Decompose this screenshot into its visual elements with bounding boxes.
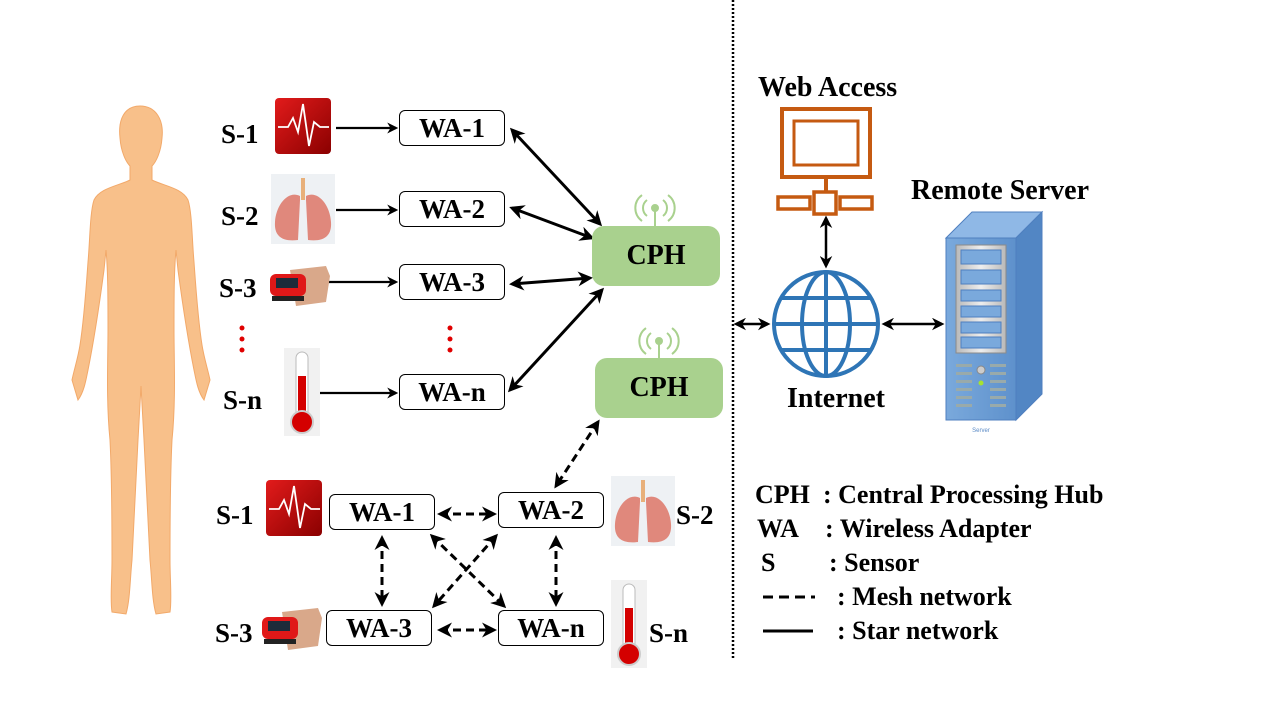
antenna-icon (634, 194, 676, 226)
legend-row: S : Sensor (755, 546, 1103, 580)
mesh-adapter-box: WA-3 (326, 610, 432, 646)
solid-line-icon (763, 614, 823, 648)
star-sensor-label: S-3 (219, 273, 257, 303)
star-link-wa3-cph (509, 271, 593, 291)
mesh-sensor-label: S-3 (215, 618, 253, 648)
legend-row: CPH : Central Processing Hub (755, 478, 1103, 512)
star-link-wan-cph (507, 287, 605, 393)
human-body-icon (71, 105, 211, 615)
star-sensor-label: S-1 (221, 119, 259, 149)
star-adapter-box: WA-1 (399, 110, 505, 146)
legend-row: WA : Wireless Adapter (755, 512, 1103, 546)
mesh-adapter-box: WA-n (498, 610, 604, 646)
star-adapter-box: WA-2 (399, 191, 505, 227)
legend-key: WA (757, 514, 799, 543)
legend-text: : Wireless Adapter (825, 514, 1032, 543)
mesh-sensor-label: S-2 (676, 500, 714, 530)
internet-label: Internet (787, 383, 885, 414)
computer-icon (776, 107, 874, 216)
star-hub-box: CPH (592, 226, 720, 286)
pulse-oximeter-icon (262, 608, 322, 650)
server-icon: Server (944, 210, 1044, 434)
legend-text: : Mesh network (837, 582, 1012, 611)
star-sensor-label: S-2 (221, 201, 259, 231)
legend-key: CPH (755, 480, 810, 509)
globe-icon (772, 270, 880, 378)
web-access-label: Web Access (758, 72, 898, 103)
lungs-icon (611, 476, 675, 546)
thermometer-icon (611, 580, 647, 668)
pulse-oximeter-icon (270, 266, 330, 306)
legend-row: : Mesh network (755, 580, 1103, 614)
star-sensor-label: S-n (223, 385, 263, 415)
sensor-ellipsis (239, 325, 245, 353)
mesh-sensor-label: S-1 (216, 500, 254, 530)
star-adapter-box: WA-3 (399, 264, 505, 300)
remote-server-label: Remote Server (911, 175, 1090, 206)
mesh-sensor-label: S-n (649, 618, 689, 648)
legend-text: : Central Processing Hub (823, 480, 1104, 509)
mesh-link-cph-wa2 (554, 419, 600, 489)
ecg-icon (266, 480, 322, 536)
star-link-wa2-cph (509, 205, 595, 241)
thermometer-icon (284, 348, 320, 436)
legend: CPH : Central Processing Hub WA : Wirele… (755, 478, 1103, 648)
antenna-icon (638, 327, 680, 358)
dashed-line-icon (763, 580, 823, 614)
legend-text: : Sensor (829, 548, 920, 577)
legend-row: : Star network (755, 614, 1103, 648)
legend-key: S (761, 548, 776, 577)
ecg-icon (275, 98, 331, 154)
lungs-icon (271, 174, 335, 244)
star-link-wa1-cph (509, 127, 603, 227)
mesh-adapter-box: WA-1 (329, 494, 435, 530)
server-caption: Server (972, 428, 990, 434)
adapter-ellipsis (447, 325, 453, 353)
mesh-link-wa2-wa3 (432, 533, 498, 609)
mesh-hub-box: CPH (595, 358, 723, 418)
star-adapter-box: WA-n (399, 374, 505, 410)
legend-text: : Star network (837, 616, 999, 645)
mesh-adapter-box: WA-2 (498, 492, 604, 528)
